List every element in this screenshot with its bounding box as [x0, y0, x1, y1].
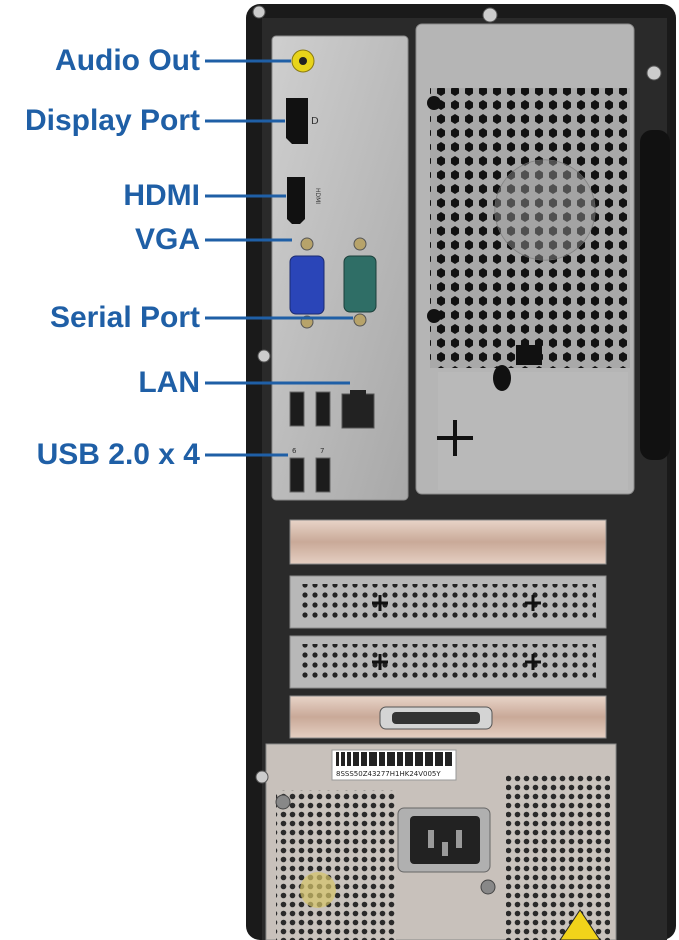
displayport-marking: D	[311, 116, 319, 127]
callout-audio-out: Audio Out	[55, 44, 200, 77]
leader-lines	[205, 59, 353, 457]
lan-port[interactable]	[341, 390, 375, 429]
callout-serial-port: Serial Port	[49, 301, 200, 334]
warning-sticker	[559, 909, 601, 940]
audio-out-port[interactable]	[291, 49, 315, 73]
serial-port[interactable]	[343, 237, 377, 327]
callout-vga: VGA	[134, 223, 200, 256]
psu-vent-left	[276, 790, 396, 940]
hdmi-marking: HDMI	[314, 188, 321, 204]
barcode-text: 8SSS50Z43277H1HK24V005Y	[336, 770, 441, 778]
psu-vent-right	[506, 775, 610, 940]
callout-usb: USB 2.0 x 4	[36, 438, 200, 471]
usb-marking-right: 7	[320, 447, 324, 455]
callout-hdmi: HDMI	[123, 179, 200, 212]
displayport-port[interactable]: D	[286, 98, 319, 144]
callout-lan: LAN	[138, 366, 200, 399]
callout-display-port: Display Port	[24, 104, 200, 137]
expansion-slot-1	[289, 519, 607, 565]
usb-marking-left: 6	[292, 447, 297, 455]
usb-ports[interactable]: 6 7	[289, 391, 331, 493]
hdmi-port[interactable]: HDMI	[287, 177, 321, 224]
